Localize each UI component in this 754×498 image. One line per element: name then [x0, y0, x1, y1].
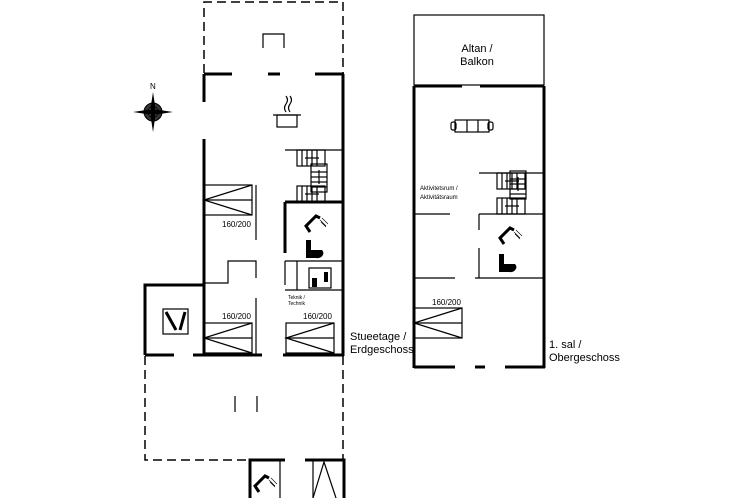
ground-floor-label-2: Erdgeschoss: [350, 344, 414, 356]
toilet-icon: [306, 240, 324, 259]
bed-label: 160/200: [222, 312, 251, 321]
bed-label: 160/200: [222, 220, 251, 229]
balcony-label-2: Balkon: [460, 56, 494, 68]
ground-floor-plan: 160/200 Teknik / Technik 160/200 160/200: [143, 1, 414, 498]
tools-shed-icon: [162, 308, 189, 335]
bed-label: 160/200: [432, 298, 461, 307]
activity-room-label-2: Aktivitätsraum: [420, 195, 458, 201]
terrace-top: [203, 1, 344, 73]
upper-floor-label-2: Obergeschoss: [549, 352, 620, 364]
fireplace: [262, 33, 285, 48]
technik-label-2: Technik: [288, 301, 305, 307]
balcony: [413, 14, 545, 86]
upper-floor-plan: Altan / Balkon Aktivitetsrum / Aktivität…: [412, 14, 620, 369]
balcony-label: Altan /: [461, 43, 493, 55]
shower-icon: [304, 214, 330, 234]
shower-icon: [498, 226, 524, 246]
north-label: N: [150, 82, 156, 91]
shower-icon: [253, 474, 279, 494]
activity-room-label: Aktivitetsrum /: [420, 186, 458, 192]
ground-floor-label: Stueetage /: [350, 331, 407, 343]
toilet-icon: [499, 254, 517, 273]
kitchen-pot-icon: [273, 95, 301, 128]
compass-rose-icon: N: [133, 82, 173, 132]
sauna-icon: [308, 267, 332, 289]
stairs-icon: [496, 170, 527, 215]
upper-floor-label: 1. sal /: [549, 339, 582, 351]
sofa-icon: [450, 119, 494, 133]
technik-label: Teknik /: [288, 295, 306, 301]
bed-label: 160/200: [303, 312, 332, 321]
stairs-icon: [296, 149, 328, 203]
